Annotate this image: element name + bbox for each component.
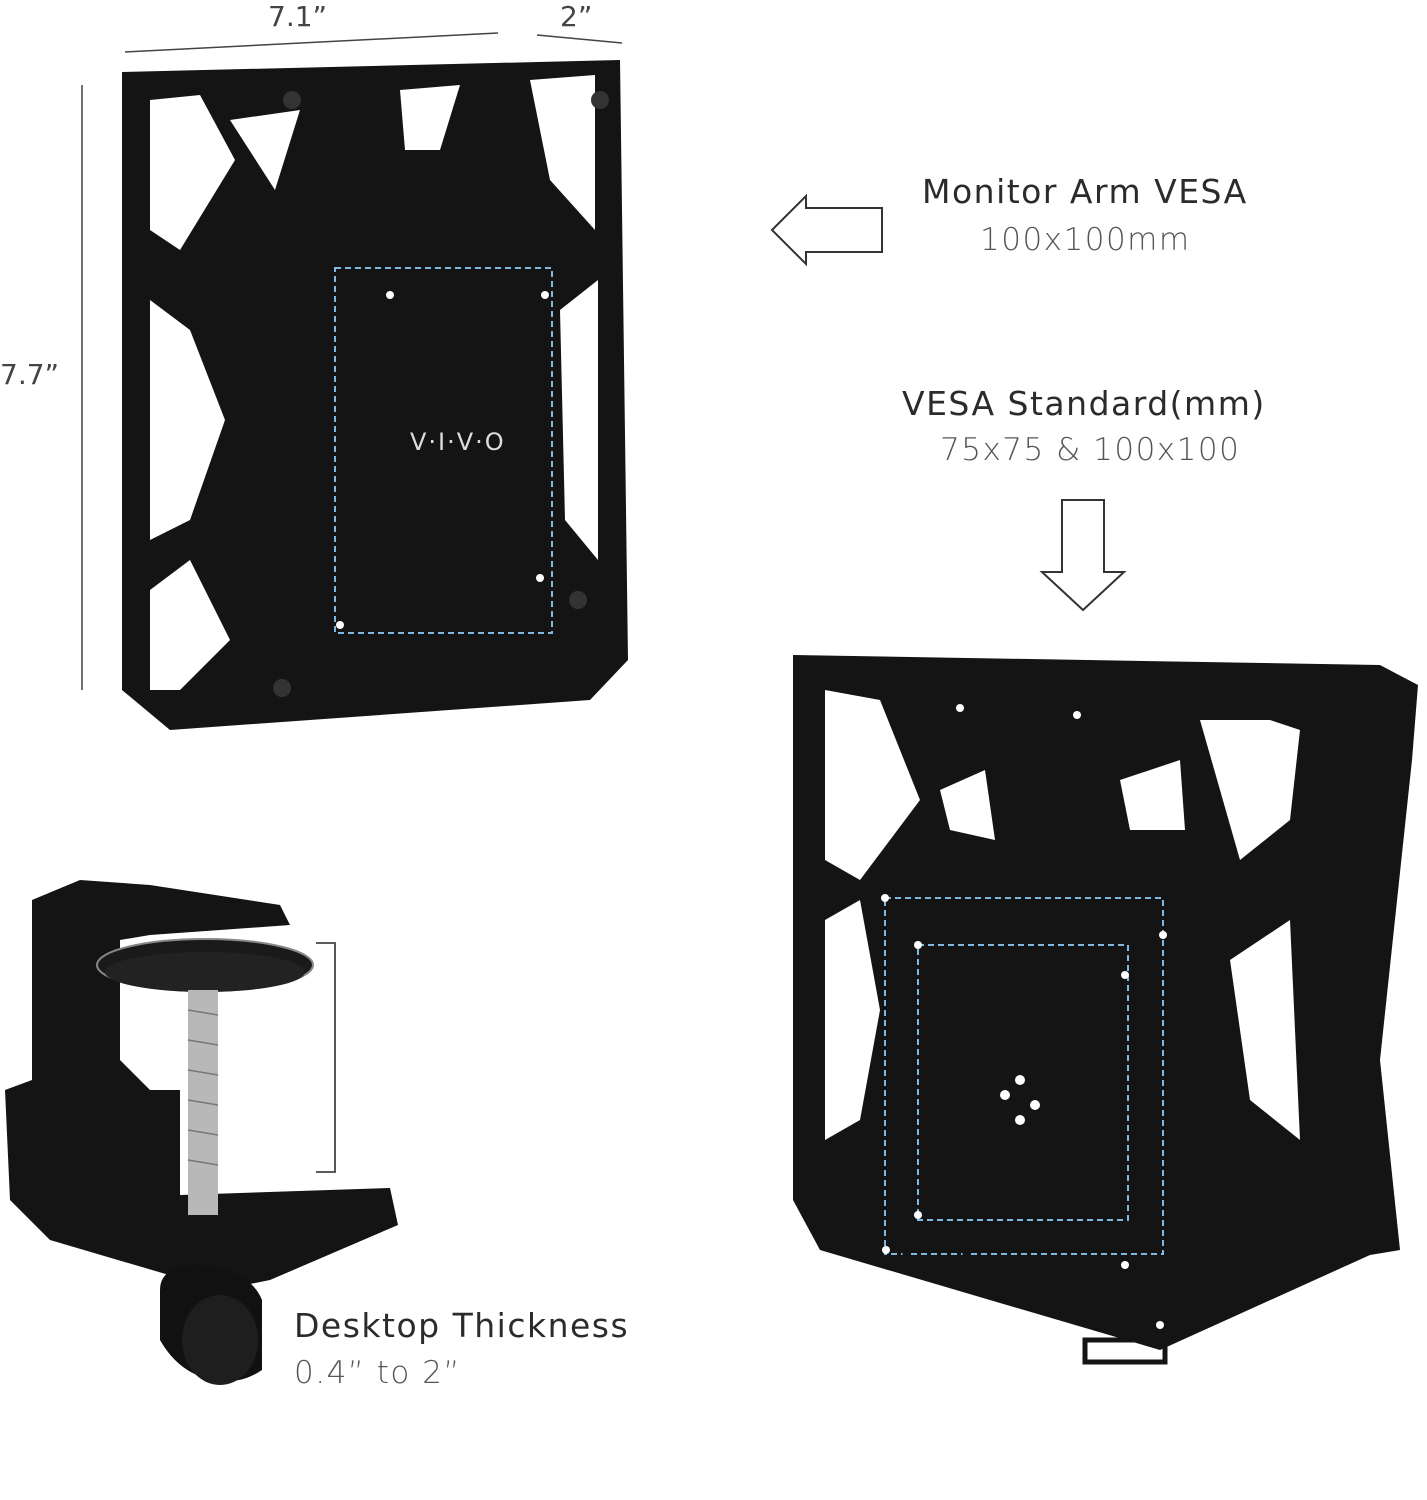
desktop-thickness-value: 0.4” to 2” bbox=[294, 1355, 461, 1391]
vesa-standard-title: VESA Standard(mm) bbox=[902, 384, 1266, 423]
monitor-arm-title: Monitor Arm VESA bbox=[922, 172, 1248, 211]
height-dimension-label: 7.7” bbox=[0, 358, 60, 391]
monitor-arm-value: 100x100mm bbox=[980, 222, 1191, 258]
brand-logo: V·I·V·O bbox=[410, 428, 506, 456]
desktop-thickness-title: Desktop Thickness bbox=[294, 1306, 630, 1345]
depth-dimension-label: 2” bbox=[560, 0, 593, 33]
width-dimension-label: 7.1” bbox=[268, 0, 328, 33]
vesa-standard-value: 75x75 & 100x100 bbox=[940, 432, 1241, 468]
